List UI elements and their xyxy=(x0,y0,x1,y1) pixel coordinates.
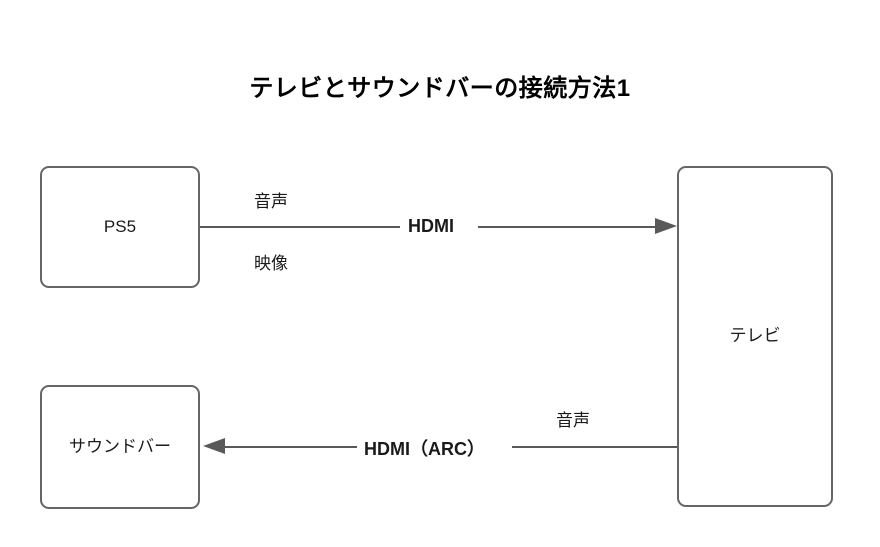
node-ps5-label: PS5 xyxy=(103,216,137,236)
arrowhead-left-icon xyxy=(203,438,225,454)
connector-line-ps5-to-hdmi-label xyxy=(200,226,400,228)
arrowhead-right-icon xyxy=(655,218,677,234)
node-tv[interactable]: テレビ xyxy=(677,166,833,507)
edge-label-audio-ps5: 音声 xyxy=(254,192,288,211)
node-soundbar[interactable]: サウンドバー xyxy=(40,385,200,509)
connector-line-tv-to-arc-label xyxy=(512,446,677,448)
edge-label-hdmi-arc: HDMI（ARC） xyxy=(361,435,488,461)
diagram-title: テレビとサウンドバーの接続方法1 xyxy=(249,75,631,102)
edge-label-video-ps5: 映像 xyxy=(254,254,288,273)
edge-label-hdmi: HDMI xyxy=(405,216,457,237)
connector-line-hdmi-label-to-tv xyxy=(478,226,663,228)
node-tv-label: テレビ xyxy=(729,326,781,346)
node-soundbar-label: サウンドバー xyxy=(69,436,171,456)
node-ps5[interactable]: PS5 xyxy=(40,166,200,288)
edge-label-audio-arc: 音声 xyxy=(556,411,590,430)
connector-line-arc-label-to-soundbar xyxy=(216,446,357,448)
